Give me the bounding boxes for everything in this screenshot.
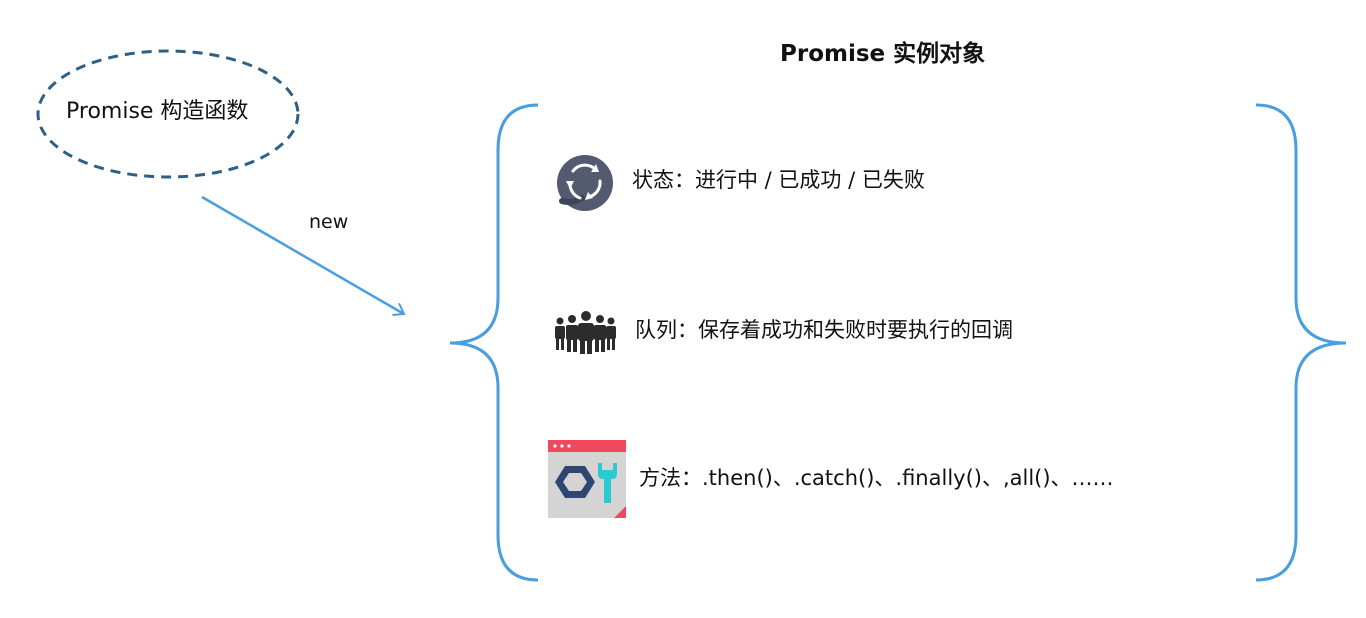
queue-item-label: 队列：保存着成功和失败时要执行的回调 (635, 318, 1013, 342)
instance-title: Promise 实例对象 (780, 41, 986, 67)
people-icon (555, 311, 616, 354)
instance-right-brace (1255, 103, 1347, 582)
new-edge-arrow (201, 195, 404, 314)
new-edge-label: new (309, 211, 349, 233)
state-item-label: 状态：进行中 / 已成功 / 已失败 (632, 168, 925, 192)
constructor-node-label: Promise 构造函数 (66, 99, 249, 124)
instance-left-brace (449, 103, 539, 582)
tool-window-icon (548, 440, 626, 518)
constructor-node-ellipse (36, 49, 300, 179)
cycle-icon (557, 155, 613, 211)
methods-item-label: 方法：.then()、.catch()、.finally()、,all()、…… (639, 466, 1114, 490)
